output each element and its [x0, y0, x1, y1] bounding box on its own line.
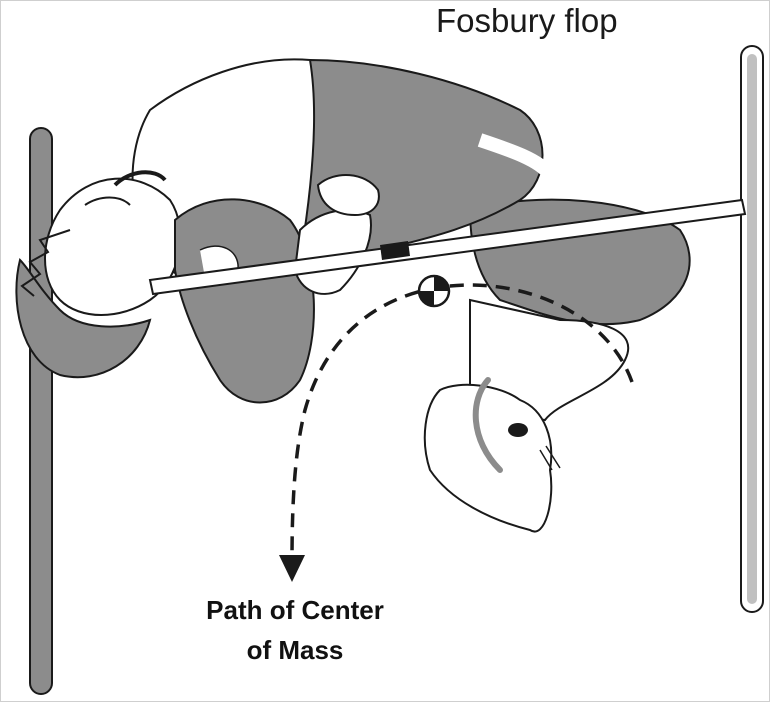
figure-title: Fosbury flop	[436, 2, 618, 40]
path-annotation: Path of Center of Mass	[160, 590, 430, 670]
path-annotation-line-2: of Mass	[160, 630, 430, 670]
athlete-arm	[175, 199, 314, 402]
arrow-down-icon	[279, 555, 305, 582]
left-upright	[30, 128, 52, 694]
athlete-head	[45, 179, 180, 315]
center-of-mass-icon	[419, 276, 449, 306]
path-annotation-line-1: Path of Center	[160, 590, 430, 630]
